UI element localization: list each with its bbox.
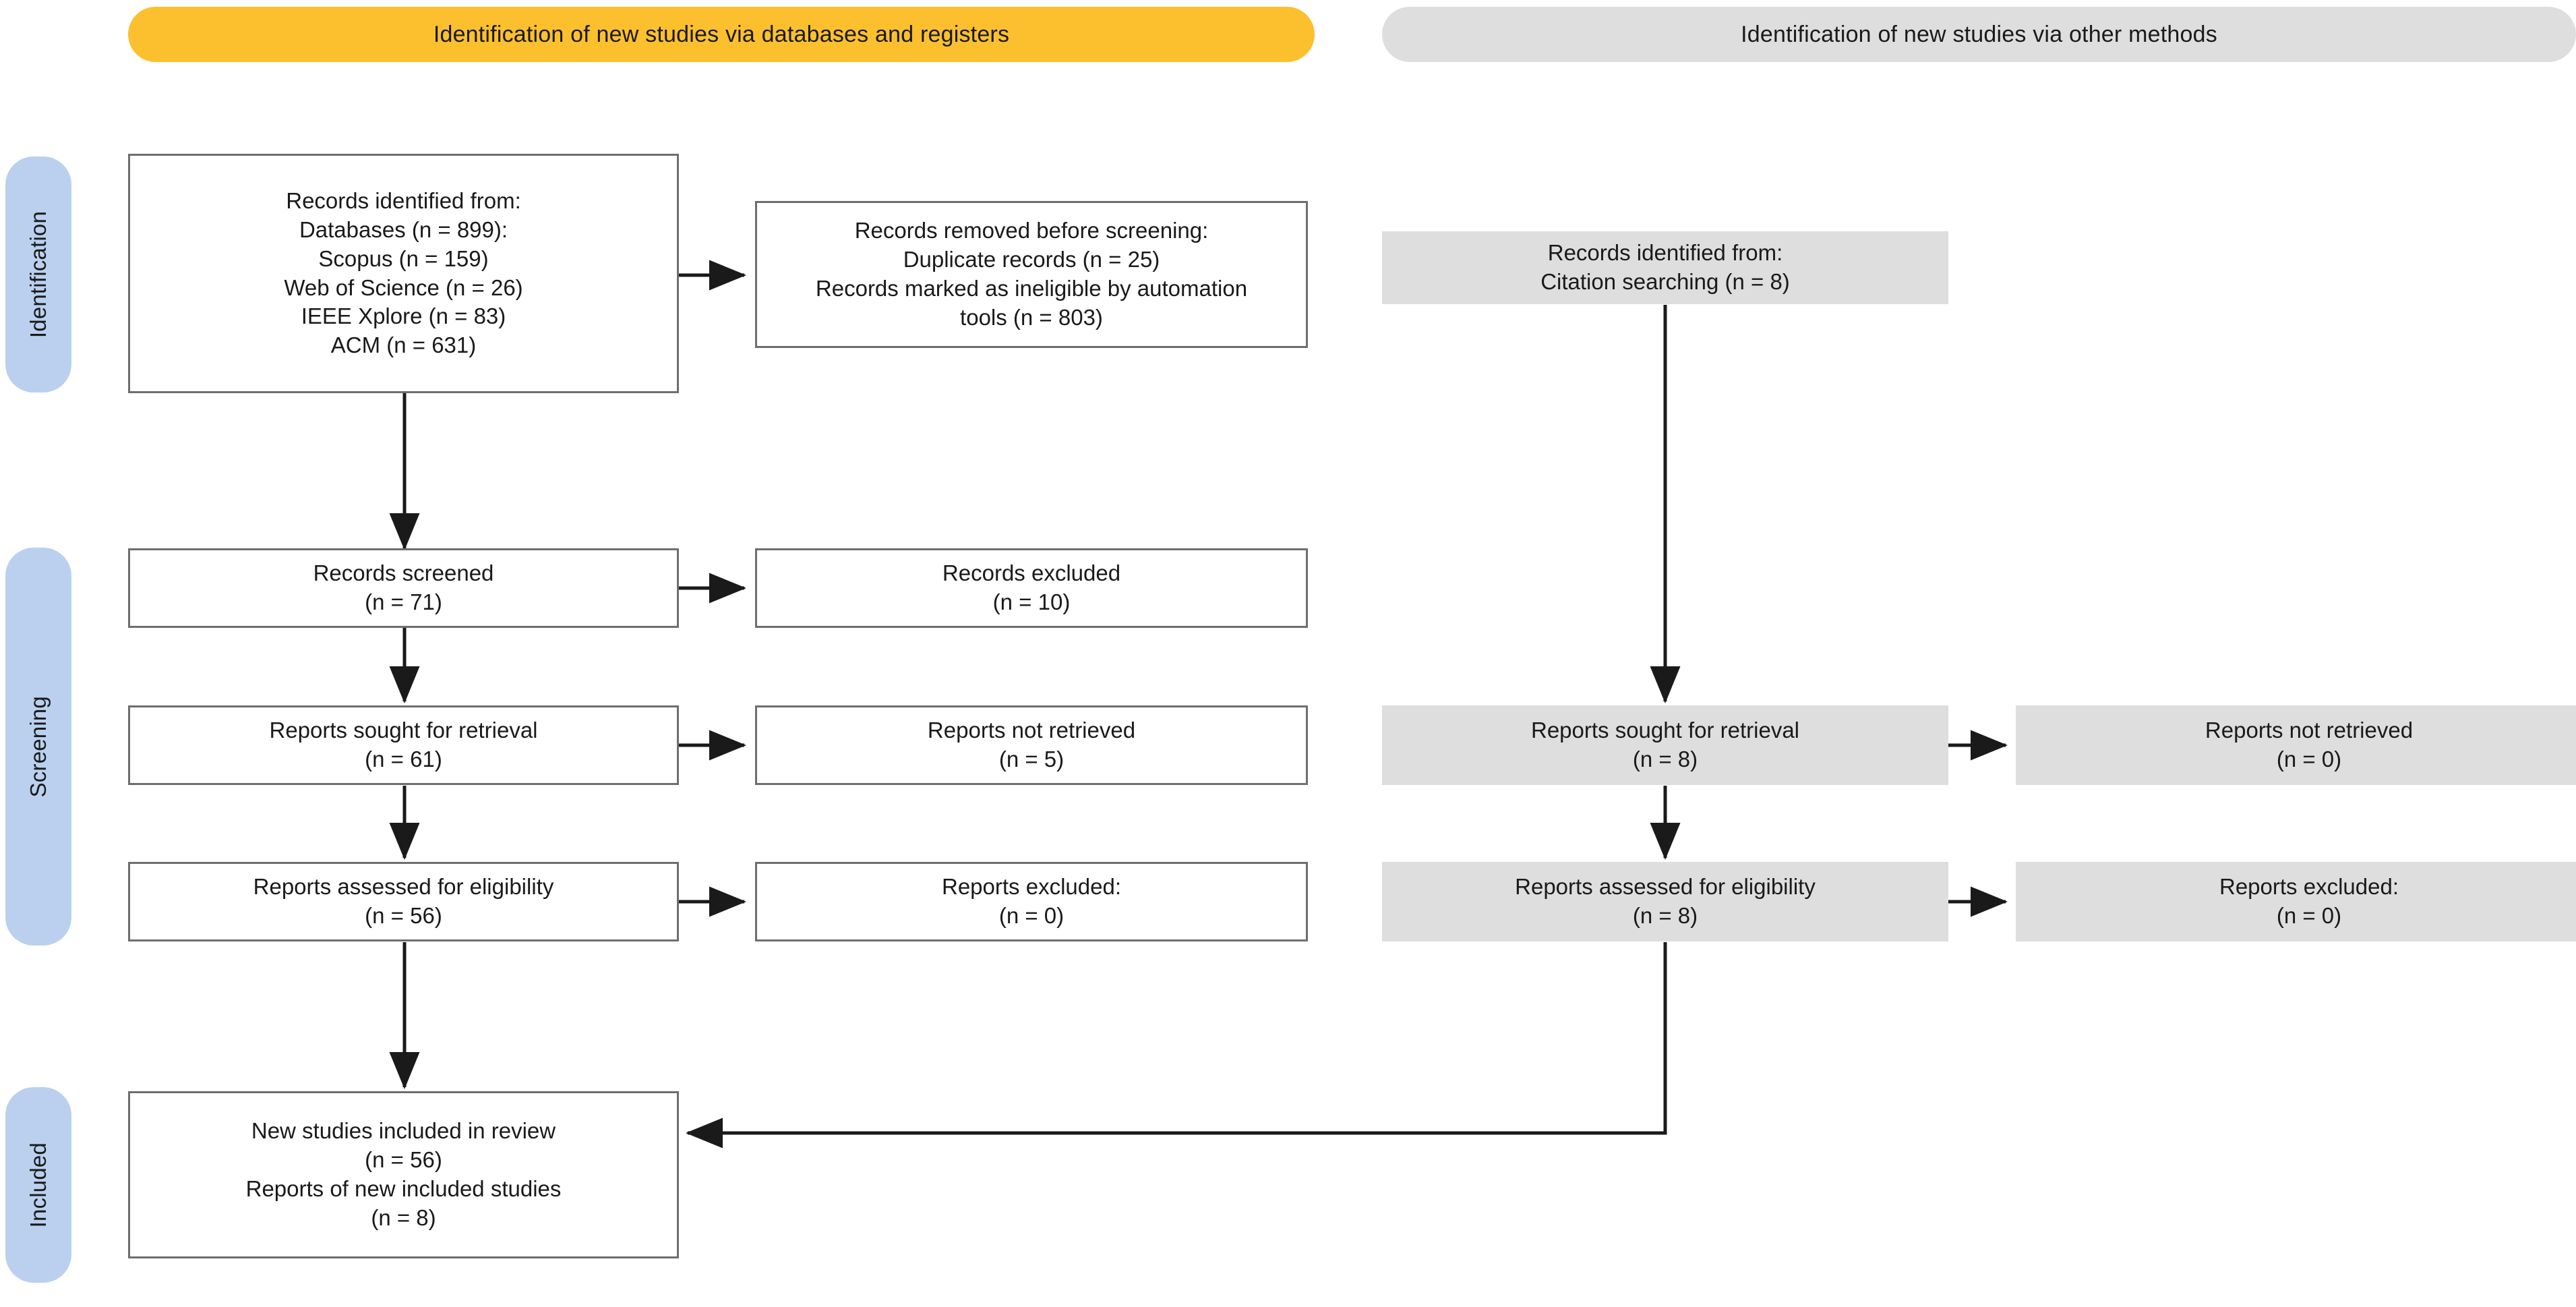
node-reports-sought-for-retrieval-text: Reports sought for retrieval (n = 61) xyxy=(269,718,538,772)
node-records-identified-citation-searching-text: Records identified from: Citation search… xyxy=(1540,240,1790,294)
stage-tab-screening: Screening xyxy=(5,548,71,946)
stage-tab-included-label: Included xyxy=(26,1142,51,1228)
node-records-screened-text: Records screened (n = 71) xyxy=(313,560,494,614)
node-reports-excluded: Reports excluded: (n = 0) xyxy=(755,862,1308,941)
node-records-identified-databases: Records identified from: Databases (n = … xyxy=(128,154,679,393)
node-records-excluded-text: Records excluded (n = 10) xyxy=(942,560,1121,614)
node-right-reports-excluded-text: Reports excluded: (n = 0) xyxy=(2219,874,2399,928)
node-right-reports-excluded: Reports excluded: (n = 0) xyxy=(2016,862,2576,941)
node-right-reports-assessed-for-eligibility-text: Reports assessed for eligibility (n = 8) xyxy=(1515,874,1816,928)
banner-databases: Identification of new studies via databa… xyxy=(128,7,1315,62)
node-records-excluded: Records excluded (n = 10) xyxy=(755,548,1308,628)
node-new-studies-included-in-review-text: New studies included in review (n = 56) … xyxy=(245,1118,562,1230)
node-records-identified-citation-searching: Records identified from: Citation search… xyxy=(1382,231,1948,304)
node-right-reports-not-retrieved-text: Reports not retrieved (n = 0) xyxy=(2205,718,2414,772)
node-reports-assessed-for-eligibility: Reports assessed for eligibility (n = 56… xyxy=(128,862,679,941)
node-reports-excluded-text: Reports excluded: (n = 0) xyxy=(942,874,1121,928)
node-reports-sought-for-retrieval: Reports sought for retrieval (n = 61) xyxy=(128,705,679,785)
arrow-right-assessed-to-included xyxy=(685,942,1667,1149)
node-right-reports-assessed-for-eligibility: Reports assessed for eligibility (n = 8) xyxy=(1382,862,1948,941)
node-right-reports-sought-for-retrieval-text: Reports sought for retrieval (n = 8) xyxy=(1530,718,1799,772)
node-right-reports-sought-for-retrieval: Reports sought for retrieval (n = 8) xyxy=(1382,705,1948,785)
node-reports-not-retrieved: Reports not retrieved (n = 5) xyxy=(755,705,1308,785)
banner-other-methods-label: Identification of new studies via other … xyxy=(1741,21,2217,47)
stage-tab-screening-label: Screening xyxy=(26,695,51,798)
node-records-removed-before-screening: Records removed before screening: Duplic… xyxy=(755,201,1308,348)
stage-tab-identification: Identification xyxy=(5,156,71,393)
node-reports-not-retrieved-text: Reports not retrieved (n = 5) xyxy=(927,718,1136,772)
stage-tab-identification-label: Identification xyxy=(26,210,51,339)
node-records-identified-databases-text: Records identified from: Databases (n = … xyxy=(284,187,523,358)
stage-tab-included: Included xyxy=(5,1087,71,1283)
node-reports-assessed-for-eligibility-text: Reports assessed for eligibility (n = 56… xyxy=(253,874,554,928)
node-records-removed-before-screening-text: Records removed before screening: Duplic… xyxy=(815,218,1248,330)
banner-databases-label: Identification of new studies via databa… xyxy=(433,21,1010,47)
node-right-reports-not-retrieved: Reports not retrieved (n = 0) xyxy=(2016,705,2576,785)
banner-other-methods: Identification of new studies via other … xyxy=(1382,7,2576,62)
node-records-screened: Records screened (n = 71) xyxy=(128,548,679,628)
node-new-studies-included-in-review: New studies included in review (n = 56) … xyxy=(128,1091,679,1258)
